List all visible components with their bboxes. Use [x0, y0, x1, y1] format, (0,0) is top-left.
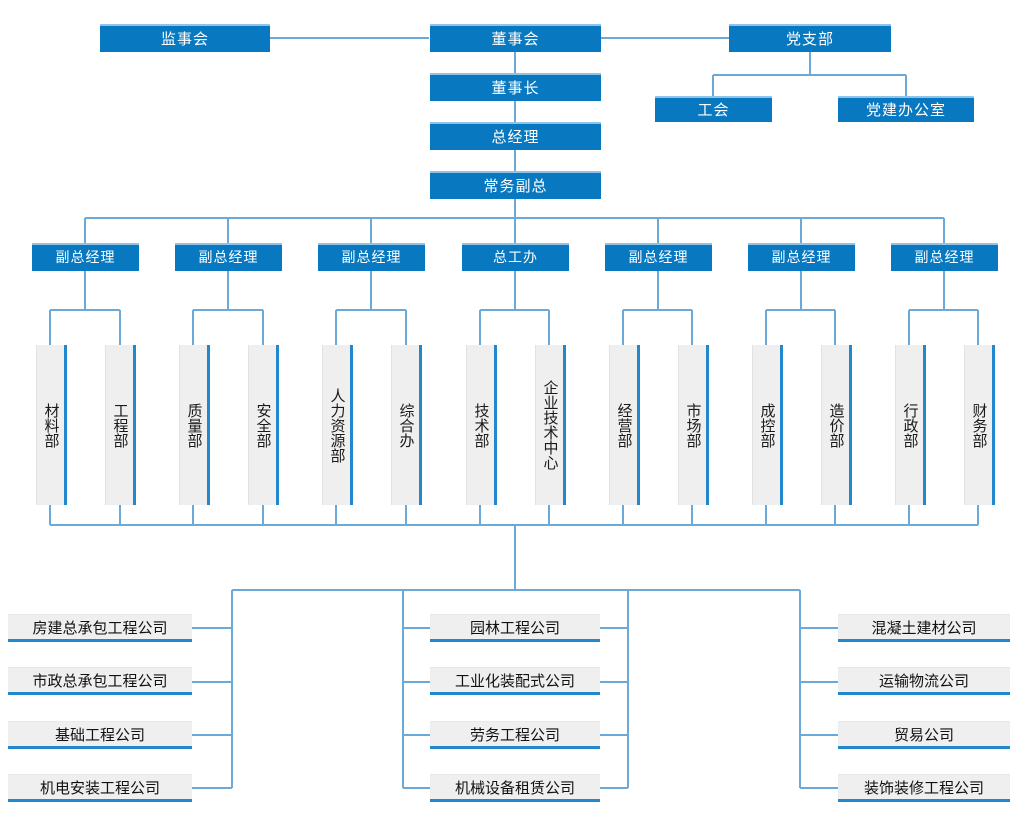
box-subsidiary-middle-3[interactable]: 劳务工程公司 — [430, 721, 600, 749]
box-general-manager[interactable]: 总经理 — [430, 122, 601, 150]
box-executive-deputy-general[interactable]: 常务副总 — [430, 171, 601, 199]
box-department-12-label: 造价部 — [827, 402, 846, 448]
box-subsidiary-middle-4[interactable]: 机械设备租赁公司 — [430, 774, 600, 802]
box-subsidiary-middle-2[interactable]: 工业化装配式公司 — [430, 667, 600, 695]
box-manager-5[interactable]: 副总经理 — [605, 243, 712, 271]
box-department-8-label: 企业技术中心 — [541, 380, 560, 470]
box-subsidiary-middle-1[interactable]: 园林工程公司 — [430, 614, 600, 642]
box-subsidiary-right-1[interactable]: 混凝土建材公司 — [838, 614, 1010, 642]
box-subsidiary-left-3[interactable]: 基础工程公司 — [8, 721, 192, 749]
box-subsidiary-right-4[interactable]: 装饰装修工程公司 — [838, 774, 1010, 802]
box-department-14-label: 财务部 — [970, 402, 989, 448]
box-department-8[interactable]: 企业技术中心 — [535, 345, 566, 505]
box-department-6[interactable]: 综合办 — [391, 345, 422, 505]
box-department-12[interactable]: 造价部 — [821, 345, 852, 505]
box-department-3-label: 质量部 — [185, 402, 204, 448]
box-department-14[interactable]: 财务部 — [964, 345, 995, 505]
box-manager-3[interactable]: 副总经理 — [318, 243, 425, 271]
box-manager-6[interactable]: 副总经理 — [748, 243, 855, 271]
box-department-7[interactable]: 技术部 — [466, 345, 497, 505]
box-subsidiary-right-3[interactable]: 贸易公司 — [838, 721, 1010, 749]
box-department-4[interactable]: 安全部 — [248, 345, 279, 505]
box-department-1-label: 材料部 — [42, 402, 61, 448]
box-manager-7[interactable]: 副总经理 — [891, 243, 998, 271]
box-subsidiary-right-2[interactable]: 运输物流公司 — [838, 667, 1010, 695]
box-supervisory-board[interactable]: 监事会 — [100, 24, 270, 52]
box-department-11-label: 成控部 — [758, 402, 777, 448]
box-chairman[interactable]: 董事长 — [430, 73, 601, 101]
box-subsidiary-left-1[interactable]: 房建总承包工程公司 — [8, 614, 192, 642]
box-department-10[interactable]: 市场部 — [678, 345, 709, 505]
box-department-11[interactable]: 成控部 — [752, 345, 783, 505]
box-department-1[interactable]: 材料部 — [36, 345, 67, 505]
box-subsidiary-left-4[interactable]: 机电安装工程公司 — [8, 774, 192, 802]
box-department-13[interactable]: 行政部 — [895, 345, 926, 505]
box-department-2[interactable]: 工程部 — [105, 345, 136, 505]
box-subsidiary-left-2[interactable]: 市政总承包工程公司 — [8, 667, 192, 695]
box-department-7-label: 技术部 — [472, 402, 491, 448]
box-manager-4-chief-engineer-office[interactable]: 总工办 — [462, 243, 569, 271]
box-department-5-label: 人力资源部 — [328, 387, 347, 463]
box-department-13-label: 行政部 — [901, 402, 920, 448]
box-labor-union[interactable]: 工会 — [655, 96, 772, 122]
box-party-branch[interactable]: 党支部 — [729, 24, 891, 52]
box-department-4-label: 安全部 — [254, 402, 273, 448]
box-department-9-label: 经营部 — [615, 402, 634, 448]
box-manager-2[interactable]: 副总经理 — [175, 243, 282, 271]
box-department-9[interactable]: 经营部 — [609, 345, 640, 505]
box-department-6-label: 综合办 — [397, 402, 416, 448]
box-department-10-label: 市场部 — [684, 402, 703, 448]
box-board-of-directors[interactable]: 董事会 — [430, 24, 601, 52]
box-department-2-label: 工程部 — [111, 402, 130, 448]
box-party-building-office[interactable]: 党建办公室 — [838, 96, 974, 122]
box-manager-1[interactable]: 副总经理 — [32, 243, 139, 271]
box-department-3[interactable]: 质量部 — [179, 345, 210, 505]
box-department-5[interactable]: 人力资源部 — [322, 345, 353, 505]
